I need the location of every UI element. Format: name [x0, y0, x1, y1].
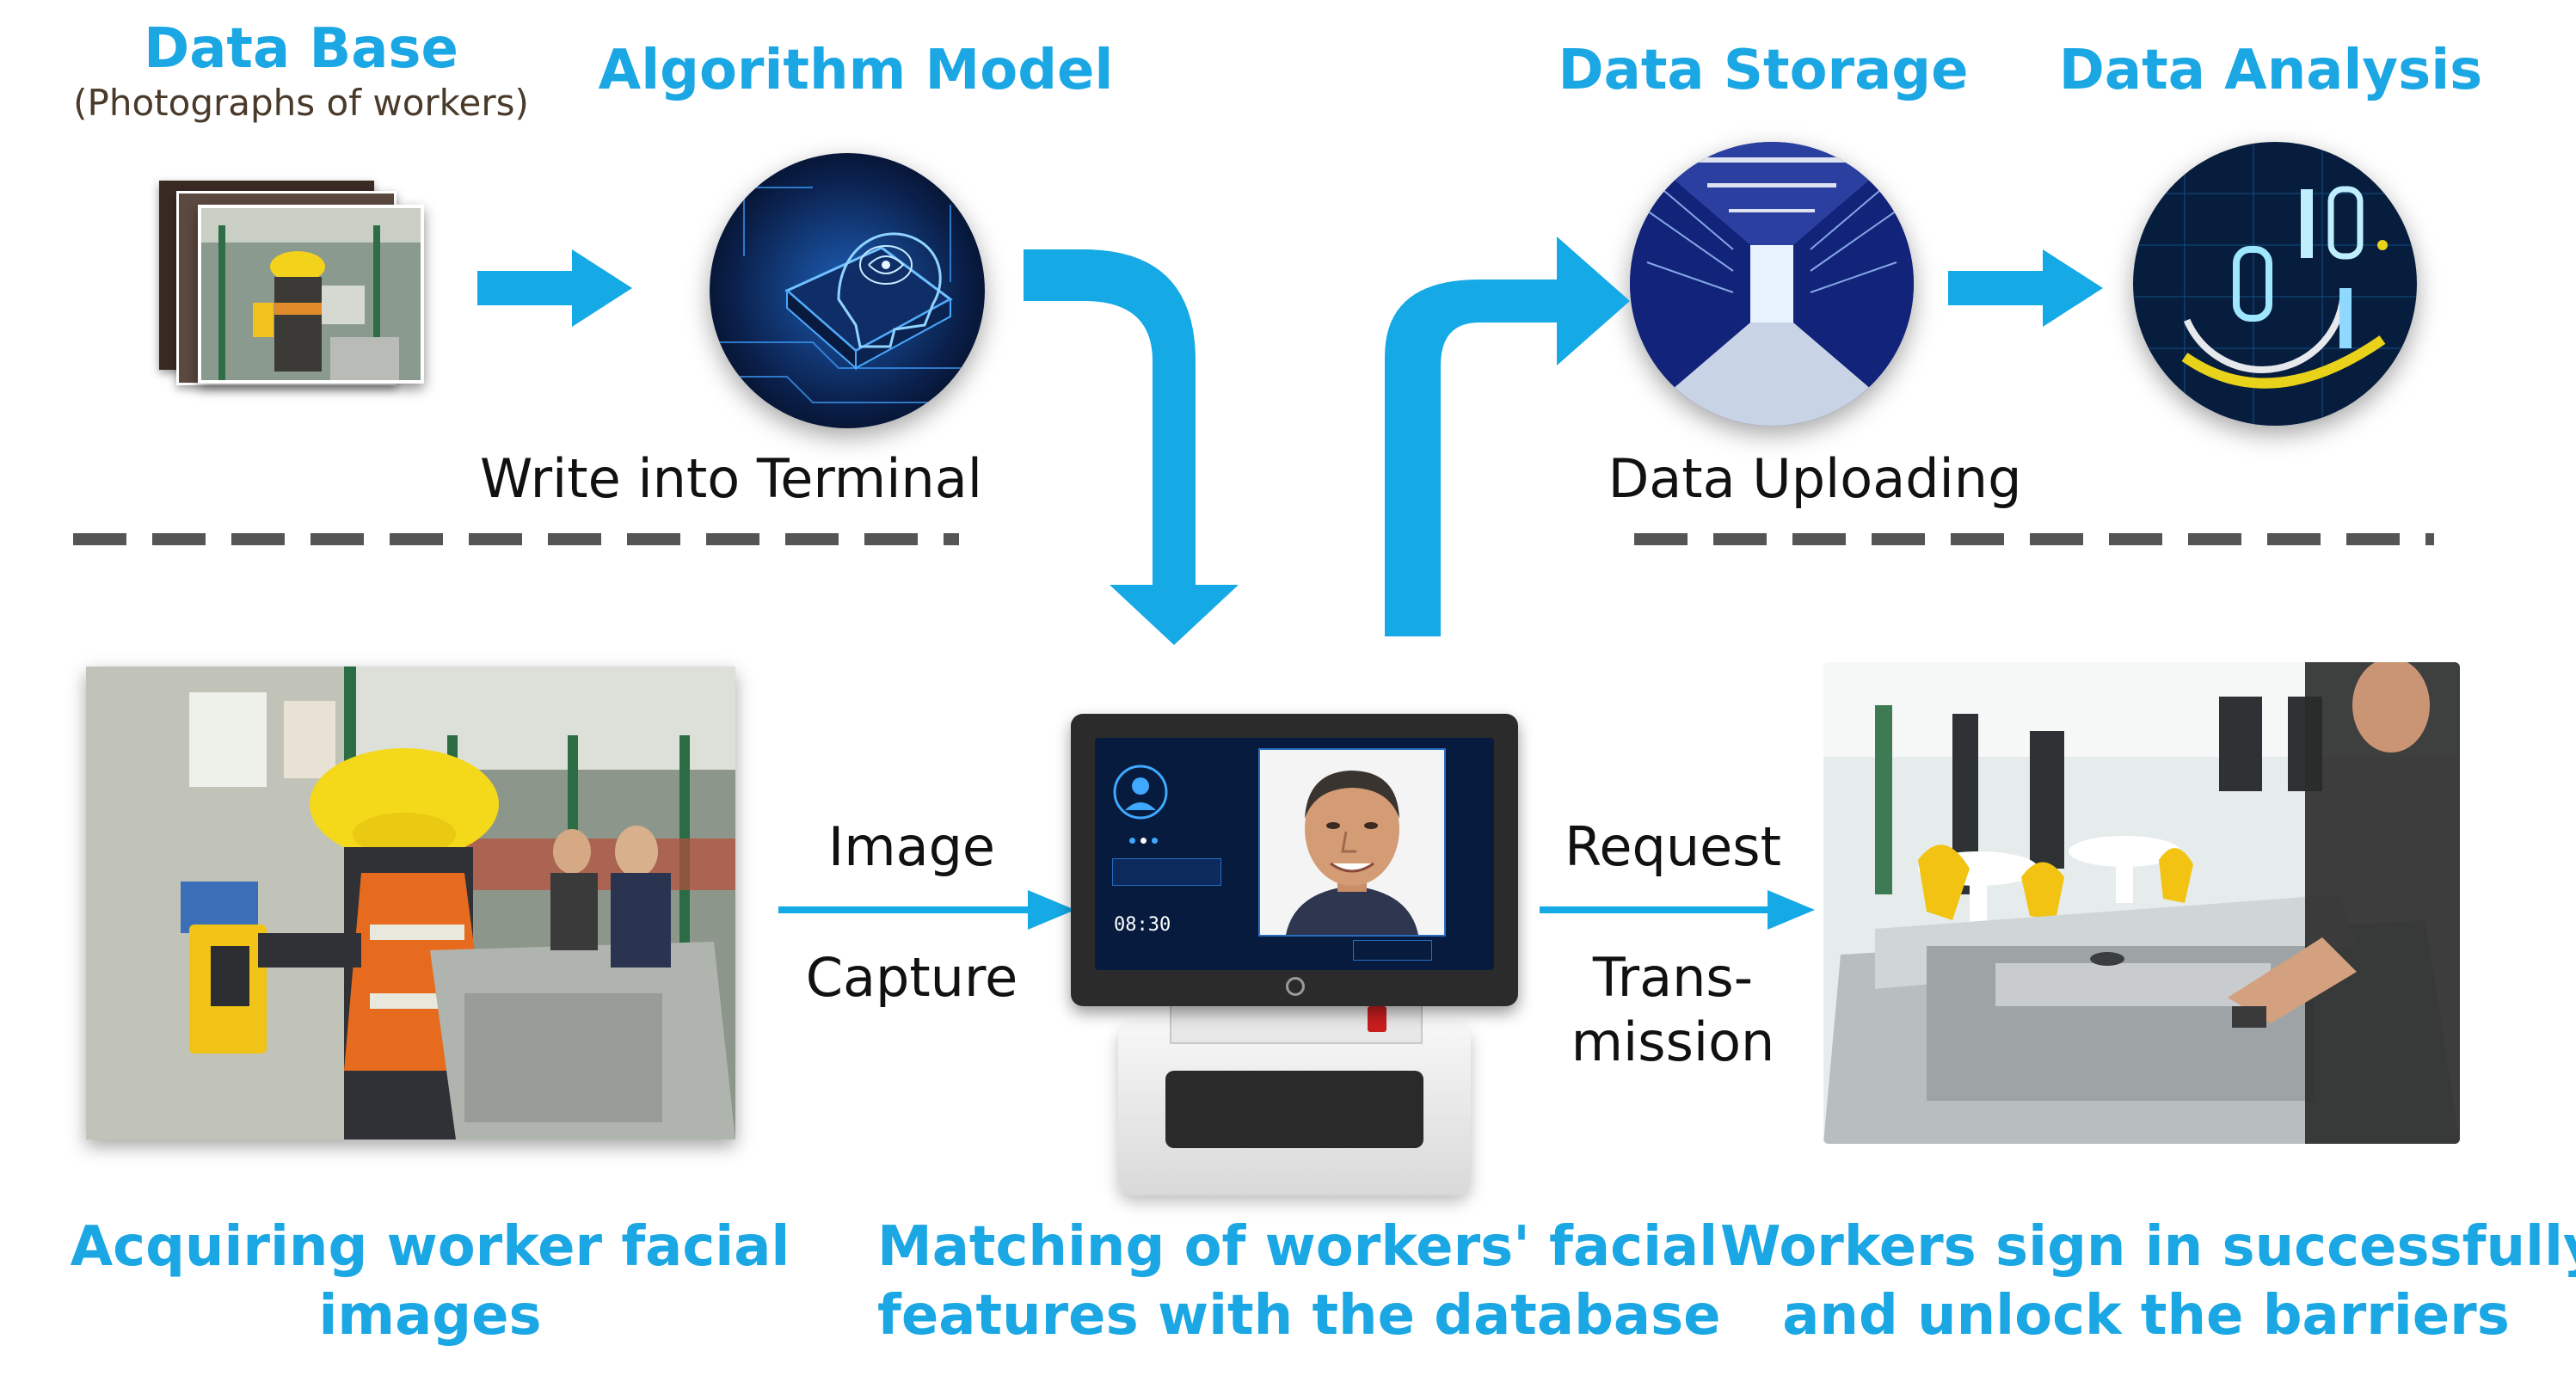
arrow-terminal-to-barrier [1540, 890, 1815, 930]
database-title: Data Base [144, 17, 458, 81]
database-subtitle: (Photographs of workers) [73, 82, 529, 124]
arrow-capture-to-terminal [778, 890, 1075, 930]
stacked-photo-front [198, 205, 424, 384]
status-dots [1129, 831, 1164, 844]
arrow-storage-to-analysis [1948, 249, 2103, 327]
terminal-camera-icon [1286, 977, 1305, 996]
terminal-red-light [1368, 1006, 1386, 1032]
algorithm-model-title: Algorithm Model [598, 39, 1114, 102]
terminal-card-slot [1165, 1071, 1423, 1148]
arrow-terminal-to-storage [1385, 236, 1630, 636]
arrow-algorithm-to-terminal [1024, 249, 1239, 645]
trans-label: Trans- [1592, 946, 1754, 1009]
worker-capture-photo [86, 666, 735, 1140]
matching-caption-line2: features with the database [877, 1284, 1721, 1348]
data-analysis-title: Data Analysis [2058, 39, 2483, 102]
recognition-status-bar [1353, 940, 1432, 961]
right-dashed-divider [1634, 533, 2434, 545]
turnstile-barrier-photo [1823, 662, 2460, 1144]
terminal-screen: 08:30 [1095, 738, 1494, 970]
acquiring-caption-line1: Acquiring worker facial [70, 1215, 790, 1279]
request-label: Request [1565, 815, 1781, 878]
terminal-screen-bezel: 08:30 [1071, 714, 1518, 1006]
face-recognition-terminal: 08:30 [1071, 714, 1518, 1204]
arrow-database-to-algorithm [477, 249, 632, 327]
write-into-terminal-label: Write into Terminal [480, 447, 982, 510]
mission-label: mission [1571, 1010, 1775, 1073]
user-avatar-icon [1113, 765, 1168, 820]
status-message-box [1112, 858, 1221, 886]
worker-face-photo [1260, 750, 1444, 935]
sign-in-caption-line2: and unlock the barriers [1782, 1284, 2510, 1348]
algorithm-model-image [710, 153, 985, 428]
data-storage-title: Data Storage [1558, 39, 1969, 102]
data-storage-image [1630, 142, 1914, 426]
data-uploading-label: Data Uploading [1608, 447, 2022, 510]
sign-in-caption-line1: Workers sign in successfully [1720, 1215, 2576, 1279]
face-photo-frame [1258, 748, 1446, 937]
data-analysis-image [2133, 142, 2417, 426]
capture-label: Capture [805, 946, 1018, 1009]
image-label: Image [827, 815, 996, 878]
terminal-clock: 08:30 [1114, 914, 1171, 936]
left-dashed-divider [73, 533, 959, 545]
matching-caption-line1: Matching of workers' facial [877, 1215, 1718, 1279]
database-photo-stack [159, 172, 426, 385]
acquiring-caption-line2: images [318, 1284, 542, 1348]
